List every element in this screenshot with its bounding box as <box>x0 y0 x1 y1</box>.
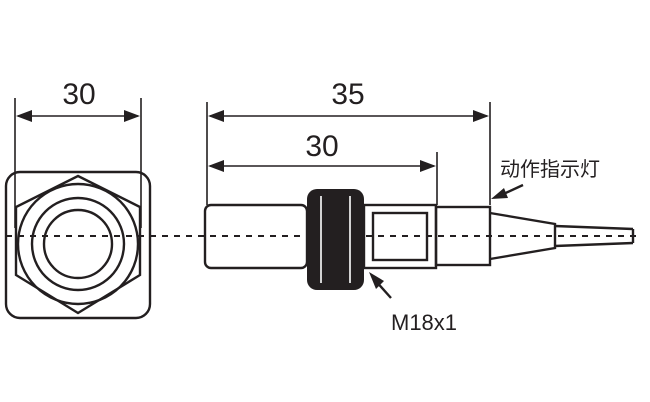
overall-length-dimension-label: 35 <box>331 78 364 111</box>
front-nut-face-circle <box>16 182 140 306</box>
front-view: 30 <box>4 78 152 320</box>
front-hex-nut <box>14 174 142 315</box>
thread-callout-arrowhead <box>369 272 384 289</box>
indicator-callout-arrowhead <box>491 188 508 199</box>
indicator-callout-label: 动作指示灯 <box>500 157 600 181</box>
cable-upper-edge <box>554 224 634 231</box>
side-view: 35 30 M18x1 动作指示灯 <box>203 78 635 335</box>
threaded-body <box>362 203 438 270</box>
front-sensing-face-outer <box>30 196 126 292</box>
indicator-housing <box>434 205 492 267</box>
front-width-dimension-label: 30 <box>62 78 95 111</box>
thread-length-dimension-label: 30 <box>305 130 338 163</box>
sensor-front-barrel <box>203 203 309 270</box>
front-hex-outline <box>4 170 152 320</box>
threaded-body-window <box>371 211 429 262</box>
front-sensing-face-inner <box>42 208 114 280</box>
lock-nut <box>307 189 364 290</box>
thread-callout-label: M18x1 <box>391 310 457 335</box>
cable-lower-edge <box>554 241 634 248</box>
cable-strain-relief <box>489 211 557 261</box>
